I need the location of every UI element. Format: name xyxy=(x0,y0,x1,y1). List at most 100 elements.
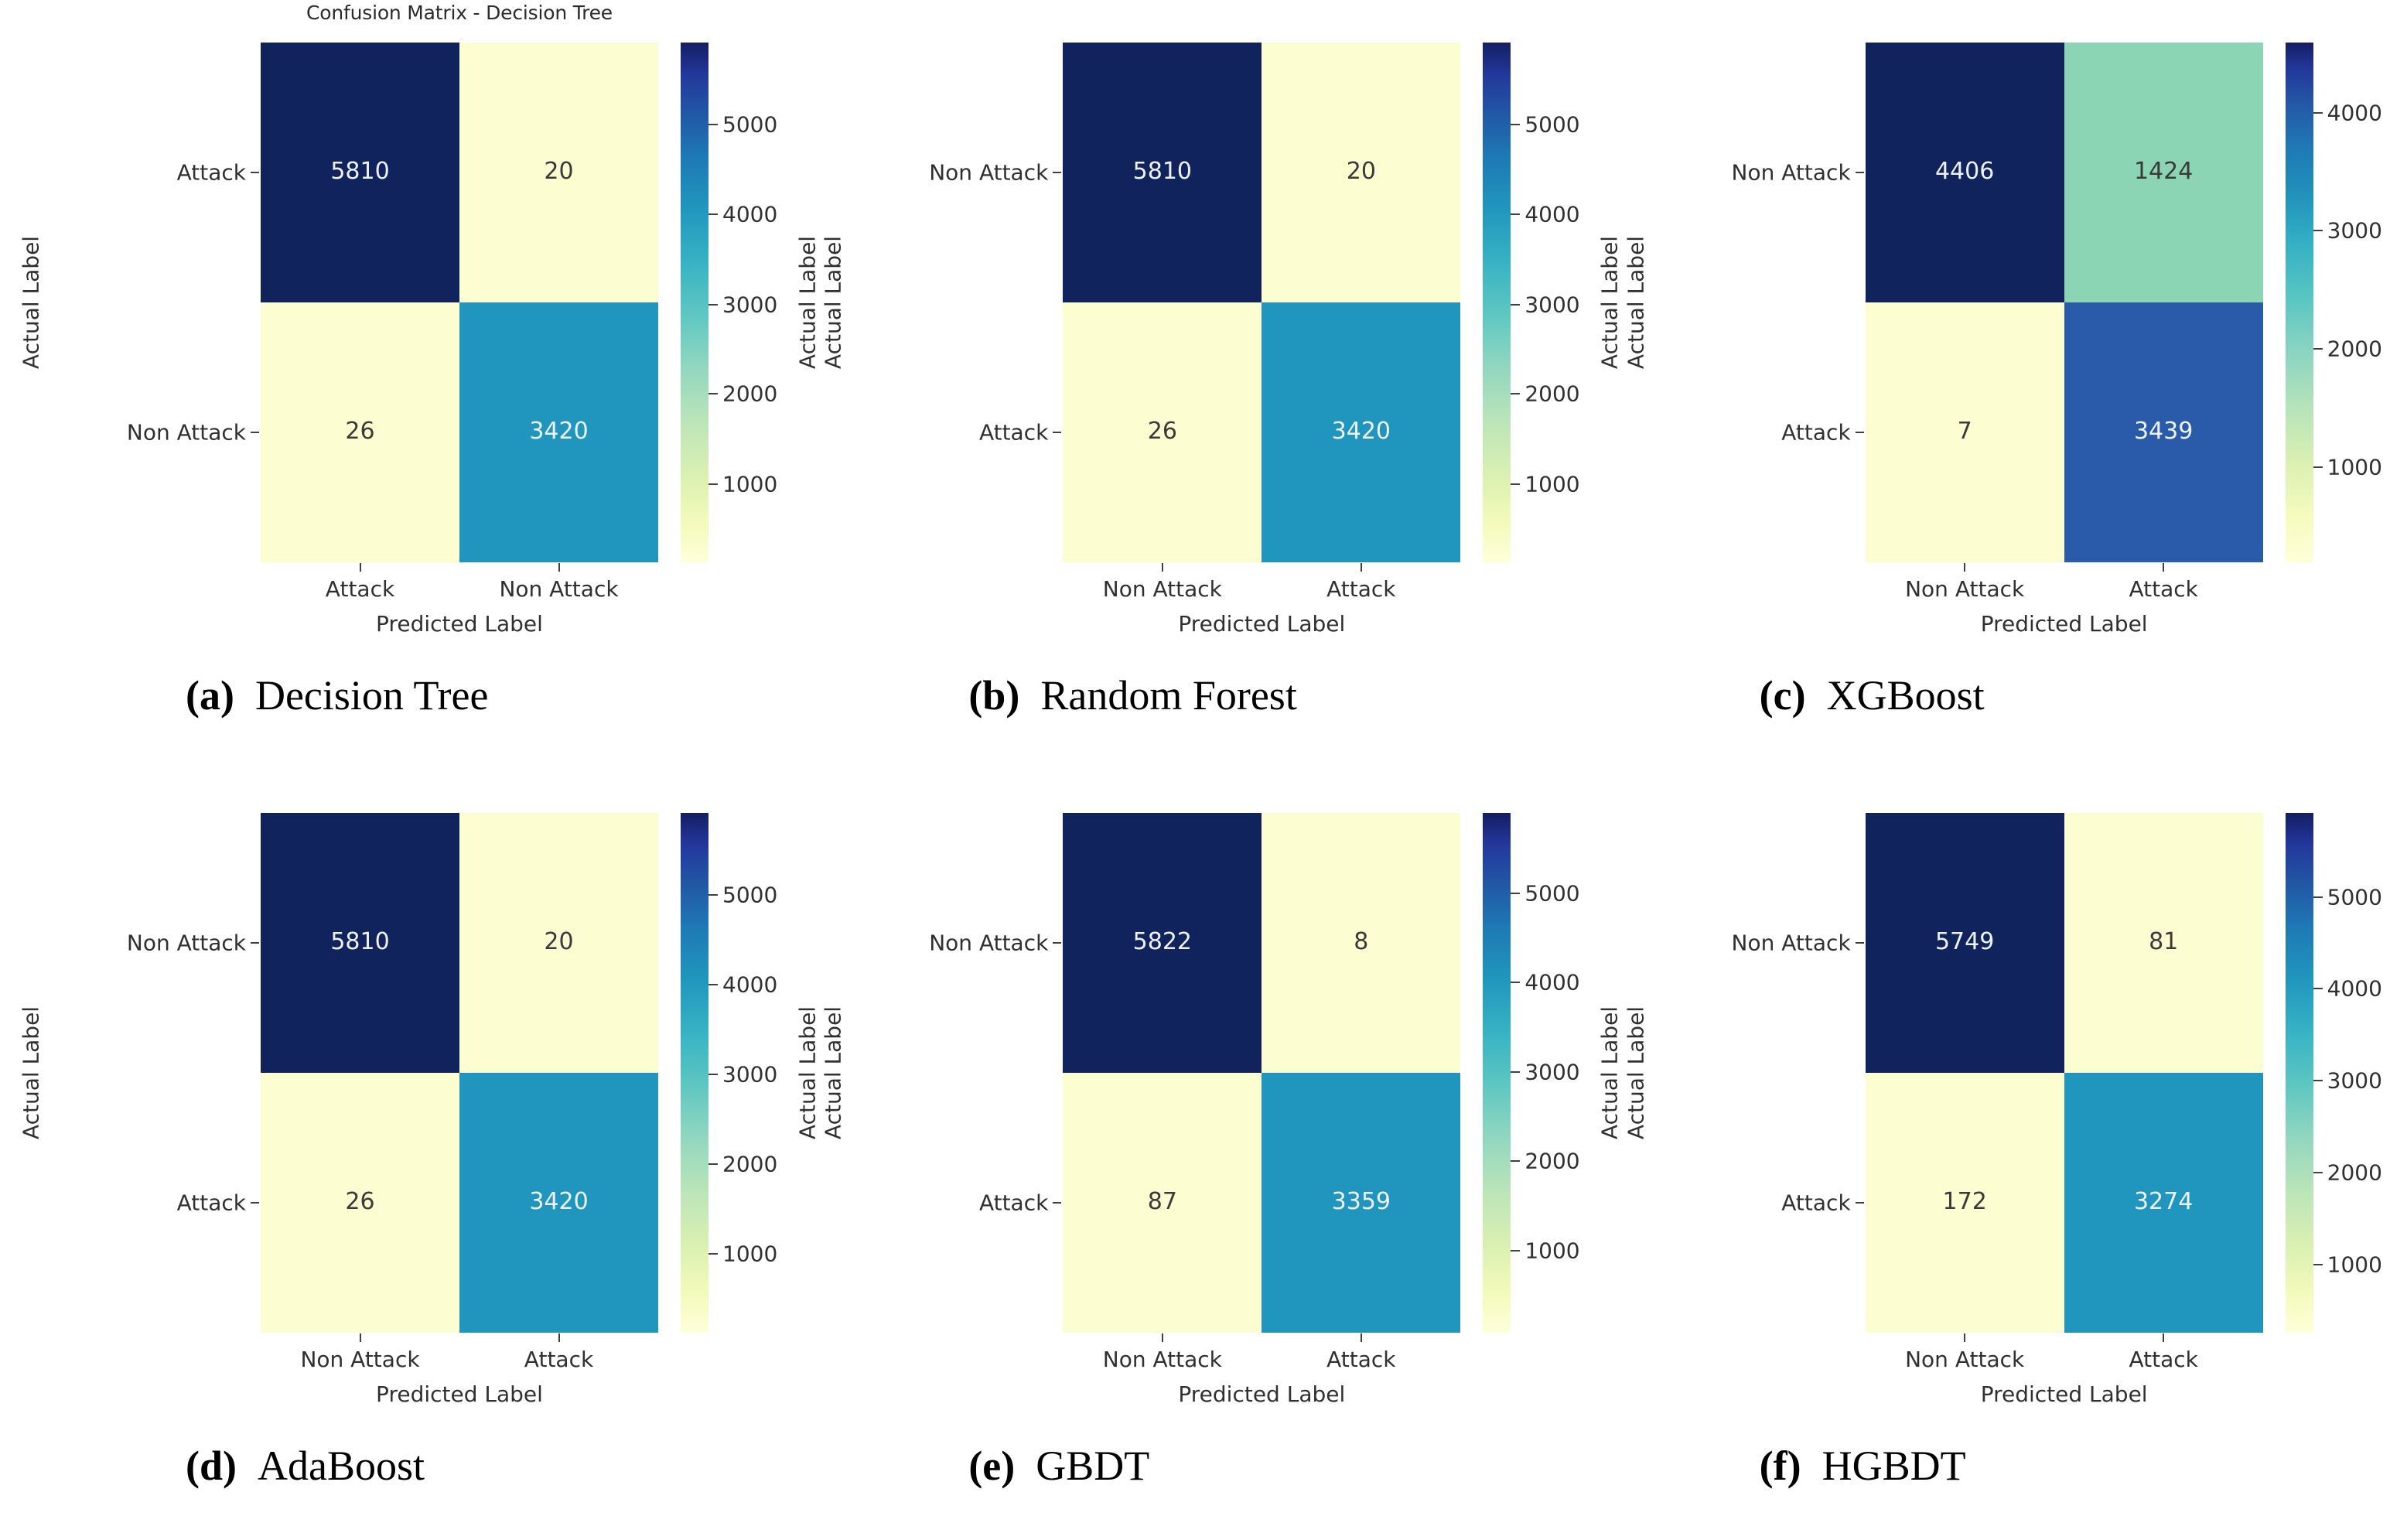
heatmap-cell[interactable]: 3439 xyxy=(2064,302,2263,562)
heatmap-cell[interactable]: 26 xyxy=(261,302,459,562)
panel-f-colorbar-tick-label: 3000 xyxy=(2327,1067,2382,1094)
panel-a-colorbar[interactable] xyxy=(681,43,708,562)
ytick-dash-icon xyxy=(1855,432,1864,433)
colorbar-tick-dash-icon xyxy=(2313,1080,2323,1082)
heatmap-cell-value: 3420 xyxy=(529,418,589,445)
xtick-dash-icon xyxy=(1360,563,1362,572)
ytick-dash-icon xyxy=(1855,172,1864,173)
colorbar-tick-dash-icon xyxy=(2313,466,2323,469)
colorbar-tick-dash-icon xyxy=(2313,348,2323,350)
panel-e-heatmap: 5822 8 87 3359 xyxy=(1063,812,1461,1333)
panel-d-colorbar-tick-label: 3000 xyxy=(722,1061,778,1088)
panel-e-caption-letter: (e) xyxy=(968,1442,1016,1489)
colorbar-tick-dash-icon xyxy=(708,124,718,126)
heatmap-cell-value: 3420 xyxy=(529,1187,589,1215)
panel-c-ytick-label: Non Attack xyxy=(1731,159,1851,186)
heatmap-cell-value: 5822 xyxy=(1132,927,1192,955)
panel-c-yaxis-label: Actual Label xyxy=(1623,235,1649,370)
heatmap-cell-value: 87 xyxy=(1147,1187,1177,1215)
colorbar-tick-dash-icon xyxy=(708,303,718,306)
heatmap-cell[interactable]: 4406 xyxy=(1865,43,2064,302)
panel-d-colorbar-tick-label: 4000 xyxy=(722,971,778,998)
caption-space xyxy=(234,672,255,719)
colorbar-tick-dash-icon xyxy=(708,983,718,985)
ytick-dash-icon xyxy=(1855,941,1864,944)
xtick-dash-icon xyxy=(1964,563,1966,572)
panel-e-colorbar-tick-label: 3000 xyxy=(1524,1059,1580,1085)
panel-c-colorbar-tick-label: 2000 xyxy=(2327,336,2382,362)
ytick-dash-icon xyxy=(1855,1201,1864,1204)
heatmap-cell[interactable]: 3420 xyxy=(459,1072,658,1333)
heatmap-cell[interactable]: 81 xyxy=(2064,812,2263,1073)
heatmap-cell-value: 3359 xyxy=(1331,1187,1391,1215)
heatmap-cell[interactable]: 3420 xyxy=(1262,302,1461,562)
heatmap-cell[interactable]: 172 xyxy=(1865,1072,2064,1333)
panel-b-ytick-label: Attack xyxy=(978,419,1049,446)
panel-a-caption-letter: (a) xyxy=(186,672,234,719)
panel-d-colorbar[interactable] xyxy=(681,812,708,1333)
heatmap-cell[interactable]: 26 xyxy=(1063,302,1262,562)
heatmap-cell[interactable]: 20 xyxy=(1262,43,1461,302)
panel-c-colorbar-tick-label: 1000 xyxy=(2327,454,2382,480)
heatmap-cell[interactable]: 20 xyxy=(459,812,658,1073)
heatmap-cell[interactable]: 5810 xyxy=(261,812,459,1073)
heatmap-cell[interactable]: 5749 xyxy=(1865,812,2064,1073)
panel-e-colorbar[interactable] xyxy=(1483,812,1511,1333)
heatmap-cell-value: 8 xyxy=(1354,927,1369,955)
heatmap-cell[interactable]: 1424 xyxy=(2064,43,2263,302)
colorbar-tick-dash-icon xyxy=(2313,1264,2323,1266)
heatmap-cell[interactable]: 7 xyxy=(1865,302,2064,562)
panel-c-xaxis-label: Predicted Label xyxy=(1980,611,2148,637)
colorbar-tick-dash-icon xyxy=(2313,111,2323,114)
panel-f-colorbar-tick-label: 5000 xyxy=(2327,884,2382,910)
heatmap-cell[interactable]: 3274 xyxy=(2064,1072,2263,1333)
panel-b-colorbar[interactable] xyxy=(1483,43,1511,562)
panel-d-colorbar-tick-label: 2000 xyxy=(722,1151,778,1177)
panel-e-xtick-label: Non Attack xyxy=(1102,1346,1222,1372)
heatmap-cell[interactable]: 3420 xyxy=(459,302,658,562)
panel-b-yaxis-label: Actual Label xyxy=(820,235,846,370)
panel-a-caption: (a) Decision Tree xyxy=(186,671,488,719)
panel-c-colorbar[interactable] xyxy=(2285,43,2313,562)
panel-e-colorbar-tick-label: 1000 xyxy=(1524,1238,1580,1264)
xtick-dash-icon xyxy=(1161,1333,1163,1342)
panel-e-yaxis-label: Actual Label xyxy=(820,1006,846,1139)
heatmap-cell[interactable]: 26 xyxy=(261,1072,459,1333)
panel-a-xtick-label: Attack xyxy=(325,576,395,602)
xtick-dash-icon xyxy=(2163,563,2165,572)
heatmap-cell[interactable]: 5810 xyxy=(261,43,459,302)
panel-d-colorbar-tick-label: 5000 xyxy=(722,882,778,908)
panel-f-xaxis-label: Predicted Label xyxy=(1980,1381,2148,1407)
panel-c-colorbar-tick-label: 4000 xyxy=(2327,100,2382,126)
heatmap-cell-value: 5810 xyxy=(330,158,390,185)
panel-f-ytick-label: Attack xyxy=(1781,1190,1851,1215)
panel-f-colorbar[interactable] xyxy=(2285,812,2313,1333)
ytick-dash-icon xyxy=(251,432,259,433)
panel-b-caption-text: Random Forest xyxy=(1040,672,1297,719)
panel-a-caption-text: Decision Tree xyxy=(254,672,489,719)
heatmap-cell[interactable]: 8 xyxy=(1262,812,1461,1073)
heatmap-cell[interactable]: 20 xyxy=(459,43,658,302)
xtick-dash-icon xyxy=(1964,1333,1966,1342)
panel-a-yaxis-label: Actual Label xyxy=(18,235,44,370)
panel-e-colorbar-tick-label: 4000 xyxy=(1524,969,1580,995)
heatmap-cell[interactable]: 3359 xyxy=(1262,1072,1461,1333)
panel-e-caption: (e) GBDT xyxy=(968,1442,1149,1490)
heatmap-cell-value: 26 xyxy=(1147,418,1177,445)
panel-a-ytick-label: Non Attack xyxy=(126,419,246,446)
heatmap-cell[interactable]: 5822 xyxy=(1063,812,1262,1073)
panel-c-caption-letter: (c) xyxy=(1759,672,1806,719)
heatmap-cell[interactable]: 5810 xyxy=(1063,43,1262,302)
panel-a-colorbar-tick-label: 2000 xyxy=(722,381,778,407)
heatmap-cell[interactable]: 87 xyxy=(1063,1072,1262,1333)
caption-space xyxy=(237,1443,258,1489)
panel-e-colorbar-tick-label: 2000 xyxy=(1524,1148,1580,1174)
